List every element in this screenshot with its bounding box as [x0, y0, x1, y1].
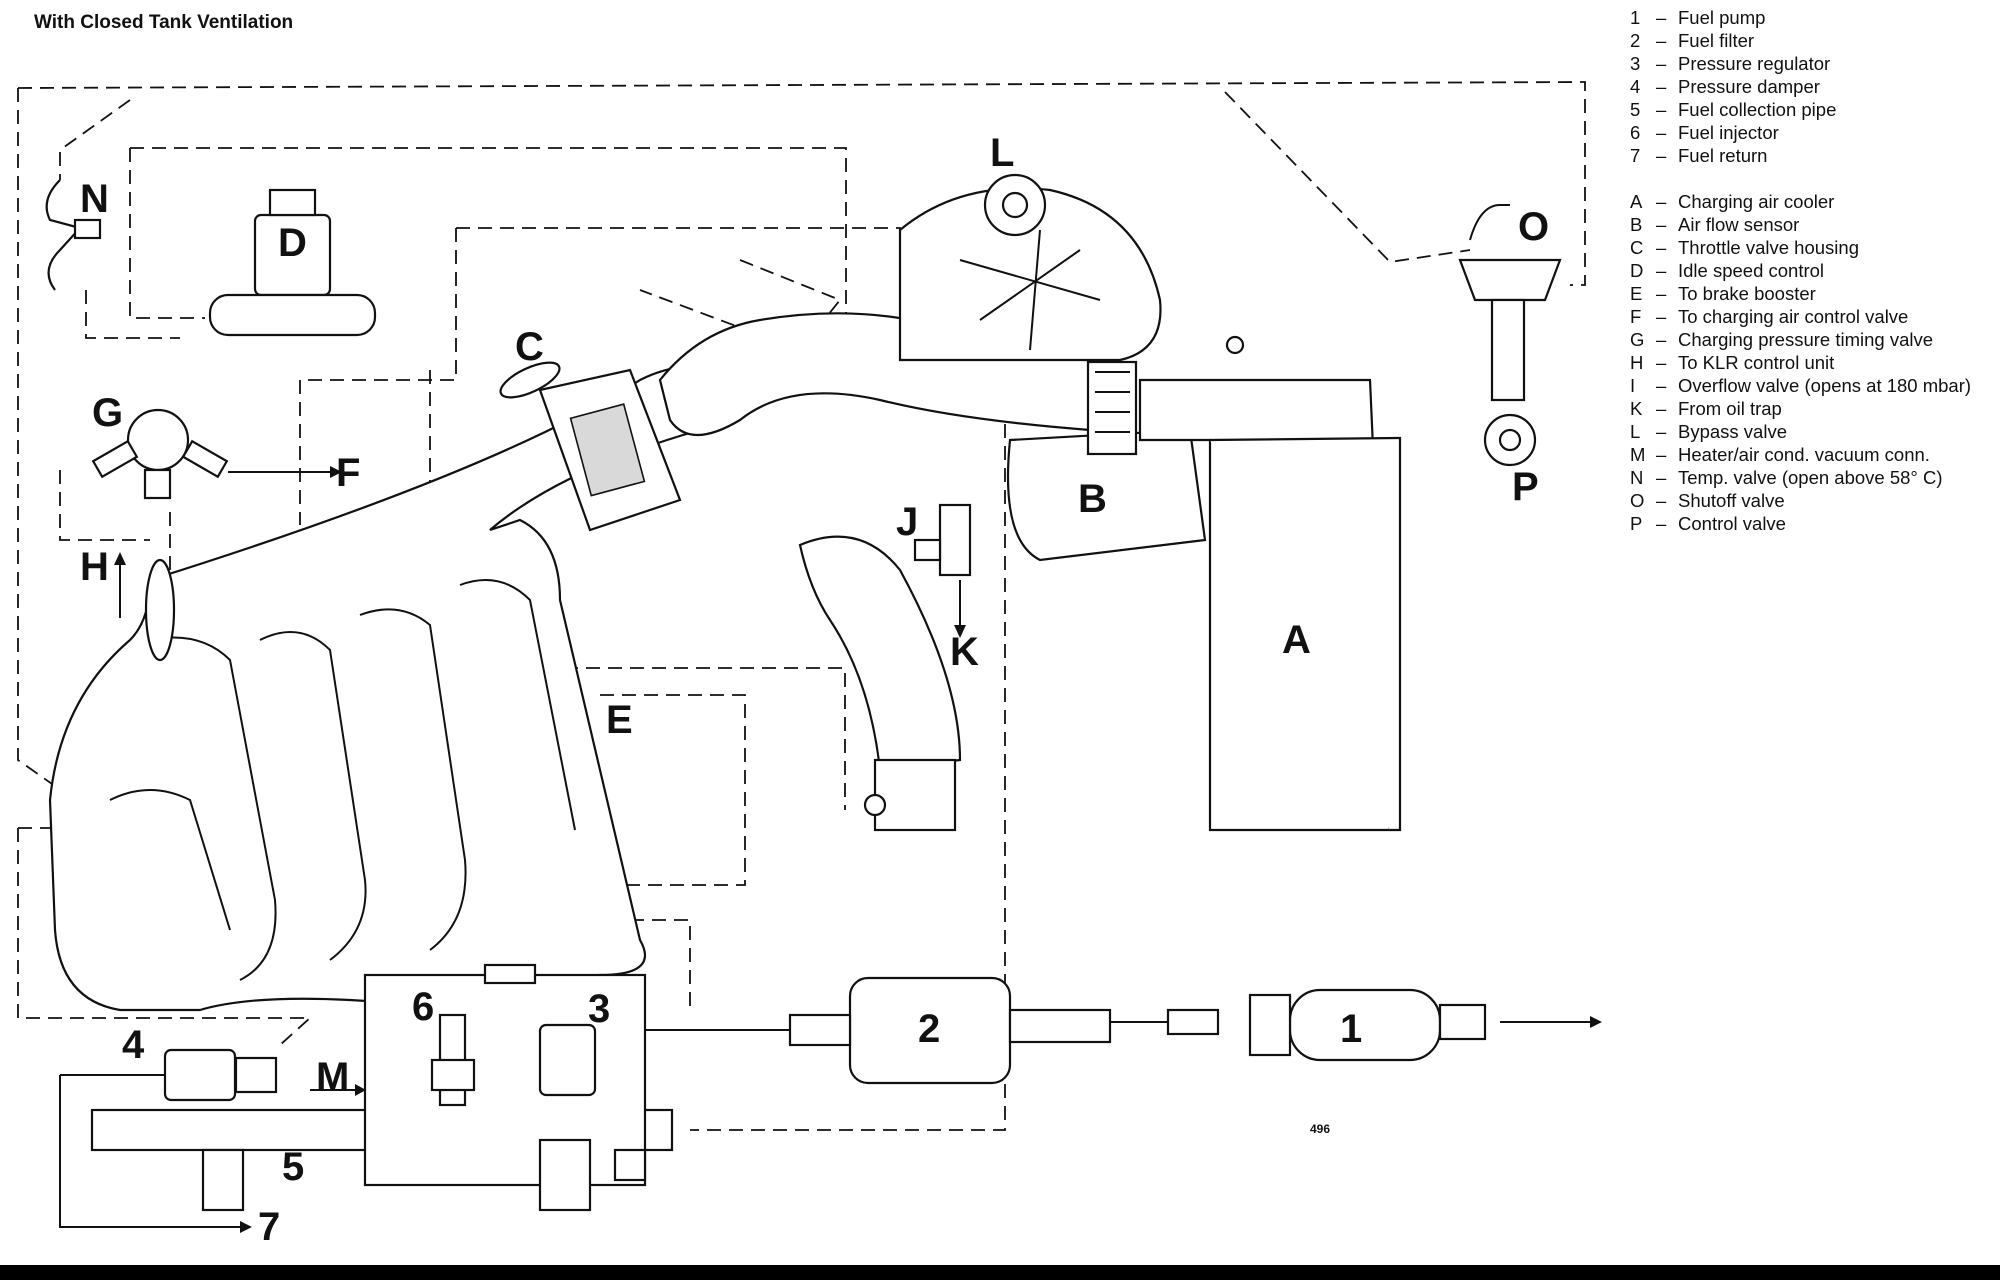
bottom-border	[0, 1265, 2000, 1280]
legend-item: 7–Fuel return	[1630, 145, 1768, 166]
legend-item: P–Control valve	[1630, 513, 1786, 534]
label-F: F	[336, 451, 360, 495]
diagram-title: With Closed Tank Ventilation	[34, 12, 294, 33]
charging-air-cooler	[1138, 335, 1402, 832]
label-M: M	[316, 1055, 349, 1099]
label-L: L	[990, 131, 1014, 175]
label-E: E	[606, 698, 633, 742]
label-5: 5	[282, 1145, 304, 1189]
legend-item: B–Air flow sensor	[1630, 214, 1800, 235]
label-G: G	[92, 391, 123, 435]
legend-item: H–To KLR control unit	[1630, 352, 1835, 373]
legend-item: K–From oil trap	[1630, 398, 1782, 419]
throttle-valve-housing	[499, 361, 682, 532]
temp-valve-body	[73, 218, 102, 240]
label-3: 3	[588, 987, 610, 1031]
legend-item: 6–Fuel injector	[1630, 122, 1779, 143]
legend-numbered: 1–Fuel pump 2–Fuel filter 3–Pressure reg…	[1630, 6, 1971, 167]
legend-item: L–Bypass valve	[1630, 421, 1787, 442]
shutoff-control-valve	[1458, 204, 1562, 467]
label-J: J	[896, 500, 918, 544]
label-B: B	[1078, 477, 1107, 521]
intake-manifold	[48, 366, 746, 1012]
legend-item: 2–Fuel filter	[1630, 30, 1755, 51]
legend: 1–Fuel pump 2–Fuel filter 3–Pressure reg…	[1630, 6, 1971, 535]
label-H: H	[80, 545, 109, 589]
legend-item: I–Overflow valve (opens at 180 mbar)	[1630, 375, 1972, 396]
legend-item: D–Idle speed control	[1630, 260, 1825, 281]
legend-lettered: A–Charging air cooler B–Air flow sensor …	[1630, 190, 1971, 535]
label-O: O	[1518, 205, 1549, 249]
air-flow-sensor	[1006, 360, 1207, 562]
legend-item: M–Heater/air cond. vacuum conn.	[1630, 444, 1930, 465]
legend-item: N–Temp. valve (open above 58° C)	[1630, 467, 1943, 488]
legend-item: 1–Fuel pump	[1630, 7, 1766, 28]
legend-item: F–To charging air control valve	[1630, 306, 1909, 327]
label-C: C	[515, 325, 544, 369]
legend-item: C–Throttle valve housing	[1630, 237, 1859, 258]
label-N: N	[80, 177, 109, 221]
label-K: K	[950, 630, 979, 674]
label-2: 2	[918, 1007, 940, 1051]
label-P: P	[1512, 465, 1539, 509]
fuel-rail-assembly	[90, 963, 674, 1212]
lower-hose	[798, 503, 972, 832]
fuel-pump	[1166, 988, 1487, 1062]
fuel-filter	[788, 976, 1112, 1085]
legend-item: O–Shutoff valve	[1630, 490, 1785, 511]
charging-pressure-timing-valve	[91, 408, 229, 500]
legend-item: A–Charging air cooler	[1630, 191, 1835, 212]
legend-item: G–Charging pressure timing valve	[1630, 329, 1934, 350]
page-number: 496	[1310, 1122, 1331, 1136]
legend-item: 4–Pressure damper	[1630, 76, 1820, 97]
label-D: D	[278, 221, 307, 265]
legend-spacer	[1630, 167, 1971, 190]
legend-item: 3–Pressure regulator	[1630, 53, 1831, 74]
label-6: 6	[412, 985, 434, 1029]
idle-speed-control	[208, 188, 377, 337]
label-A: A	[1282, 618, 1311, 662]
legend-item: E–To brake booster	[1630, 283, 1816, 304]
label-4: 4	[122, 1023, 145, 1067]
turbo-housing	[898, 173, 1162, 362]
label-1: 1	[1340, 1007, 1362, 1051]
label-7: 7	[258, 1205, 280, 1249]
legend-item: 5–Fuel collection pipe	[1630, 99, 1837, 120]
